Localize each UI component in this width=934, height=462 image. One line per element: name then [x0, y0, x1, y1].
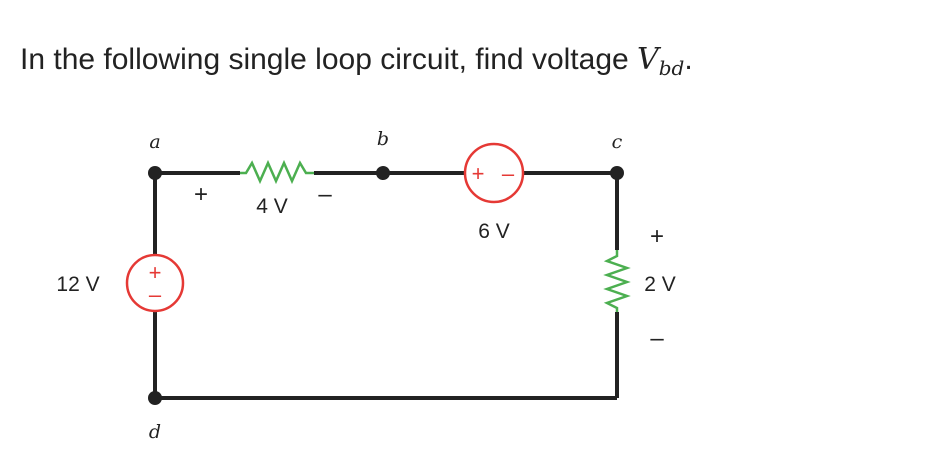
node-b-dot: [376, 166, 390, 180]
source-top-value: 6 V: [478, 220, 510, 243]
question-prefix: In the following single loop circuit, fi…: [20, 43, 638, 76]
source-top-minus: –: [502, 161, 515, 186]
resistor-right-value: 2 V: [644, 273, 676, 296]
voltage-source-left: [125, 253, 185, 313]
voltage-source-top: [463, 142, 525, 204]
resistor-right: [603, 250, 631, 312]
source-left-minus: –: [149, 282, 162, 307]
source-left-plus: +: [149, 260, 162, 285]
node-c-dot: [610, 166, 624, 180]
resistor-right-plus: +: [650, 223, 664, 250]
resistor-right-minus: –: [650, 325, 664, 352]
node-d-dot: [148, 391, 162, 405]
voltage-subscript: bd: [658, 56, 685, 80]
question-period: .: [684, 43, 693, 76]
question-text: In the following single loop circuit, fi…: [20, 42, 693, 80]
resistor-top-minus: –: [318, 181, 332, 208]
source-top-plus: +: [472, 161, 485, 186]
resistor-top-value: 4 V: [256, 195, 288, 218]
node-a-dot: [148, 166, 162, 180]
resistor-top-plus: +: [194, 181, 208, 208]
resistor-top: [240, 159, 314, 185]
node-d-label: d: [149, 421, 161, 443]
voltage-variable: V: [637, 42, 659, 77]
node-c-label: c: [612, 131, 623, 153]
node-b-label: b: [377, 128, 389, 150]
source-left-value: 12 V: [56, 273, 99, 296]
node-a-label: a: [149, 131, 160, 153]
